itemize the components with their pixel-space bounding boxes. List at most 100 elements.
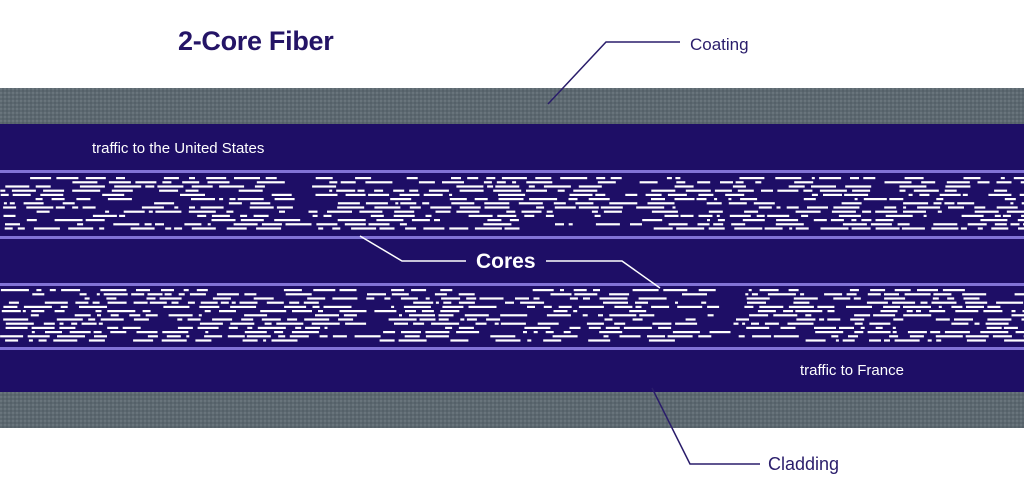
light-pulse	[543, 185, 571, 188]
light-pulse	[164, 293, 172, 296]
light-pulse	[30, 314, 39, 317]
light-pulse	[553, 310, 568, 313]
light-pulse	[524, 214, 535, 217]
light-pulse	[933, 293, 952, 296]
light-pulse	[698, 289, 716, 292]
light-pulse	[698, 214, 713, 217]
light-pulse	[292, 310, 312, 313]
light-pulse	[219, 198, 224, 201]
light-pulse	[161, 339, 187, 342]
light-pulse	[8, 301, 19, 304]
light-pulse	[1022, 310, 1024, 313]
light-pulse	[931, 301, 957, 304]
light-pulse	[963, 297, 980, 300]
light-pulse	[807, 206, 828, 209]
light-pulse	[72, 206, 79, 209]
core-top-lower-edge	[0, 236, 1024, 239]
light-pulse	[894, 289, 911, 292]
light-pulse	[1000, 177, 1005, 180]
light-pulse	[312, 214, 318, 217]
light-pulse	[962, 193, 968, 196]
light-pulse	[861, 219, 872, 222]
light-pulse	[667, 335, 693, 338]
light-pulse	[31, 326, 55, 329]
light-pulse	[206, 177, 227, 180]
light-pulse	[79, 305, 107, 308]
light-pulse	[568, 198, 578, 201]
light-pulse	[337, 206, 365, 209]
light-pulse	[184, 223, 202, 226]
light-pulse	[261, 223, 282, 226]
light-pulse	[767, 214, 790, 217]
light-pulse	[438, 318, 449, 321]
light-pulse	[204, 310, 211, 313]
light-pulse	[475, 322, 487, 325]
light-pulse	[977, 181, 990, 184]
light-pulse	[986, 326, 1002, 329]
light-pulse	[256, 227, 282, 230]
light-pulse	[933, 202, 942, 205]
light-pulse	[841, 202, 862, 205]
light-pulse	[434, 219, 440, 222]
light-pulse	[535, 177, 552, 180]
light-pulse	[573, 310, 578, 313]
light-pulse	[884, 181, 912, 184]
light-pulse	[163, 177, 179, 180]
light-pulse	[675, 177, 681, 180]
light-pulse	[501, 177, 527, 180]
light-pulse	[725, 193, 745, 196]
light-pulse	[187, 318, 201, 321]
light-pulse	[383, 331, 396, 334]
light-pulse	[603, 335, 609, 338]
coating-top	[0, 88, 1024, 124]
light-pulse	[961, 214, 984, 217]
light-pulse	[698, 335, 712, 338]
light-pulse	[930, 331, 941, 334]
light-pulse	[274, 331, 284, 334]
light-pulse	[244, 293, 257, 296]
light-pulse	[246, 335, 271, 338]
light-pulse	[860, 326, 865, 329]
light-pulse	[11, 189, 36, 192]
light-pulse	[749, 314, 769, 317]
light-pulse	[794, 181, 814, 184]
light-pulse	[635, 301, 648, 304]
light-pulse	[735, 181, 744, 184]
light-pulse	[805, 314, 812, 317]
light-pulse	[610, 177, 622, 180]
light-pulse	[38, 339, 47, 342]
light-pulse	[569, 326, 581, 329]
light-pulse	[987, 318, 1012, 321]
light-pulse	[744, 210, 759, 213]
light-pulse	[811, 177, 815, 180]
light-pulse	[680, 214, 694, 217]
light-pulse	[435, 210, 451, 213]
light-pulse	[484, 202, 510, 205]
light-pulse	[367, 293, 386, 296]
light-pulse	[493, 189, 522, 192]
light-pulse	[526, 189, 547, 192]
light-pulse	[696, 198, 707, 201]
light-pulse	[405, 310, 416, 313]
light-pulse	[23, 305, 52, 308]
light-pulse	[0, 335, 24, 338]
light-pulse	[560, 289, 564, 292]
light-pulse	[266, 301, 284, 304]
light-pulse	[908, 193, 913, 196]
light-pulse	[523, 331, 527, 334]
light-pulse	[892, 326, 896, 329]
light-pulse	[604, 318, 613, 321]
light-pulse	[100, 318, 124, 321]
light-pulse	[543, 305, 552, 308]
light-pulse	[893, 318, 904, 321]
light-pulse	[672, 206, 676, 209]
light-pulse	[648, 339, 675, 342]
page-title: 2-Core Fiber	[178, 26, 334, 56]
light-pulse	[5, 185, 30, 188]
light-pulse	[145, 314, 158, 317]
light-pulse	[951, 322, 969, 325]
light-pulse	[196, 289, 208, 292]
light-pulse	[945, 185, 971, 188]
light-pulse	[479, 297, 504, 300]
light-pulse	[1006, 210, 1024, 213]
